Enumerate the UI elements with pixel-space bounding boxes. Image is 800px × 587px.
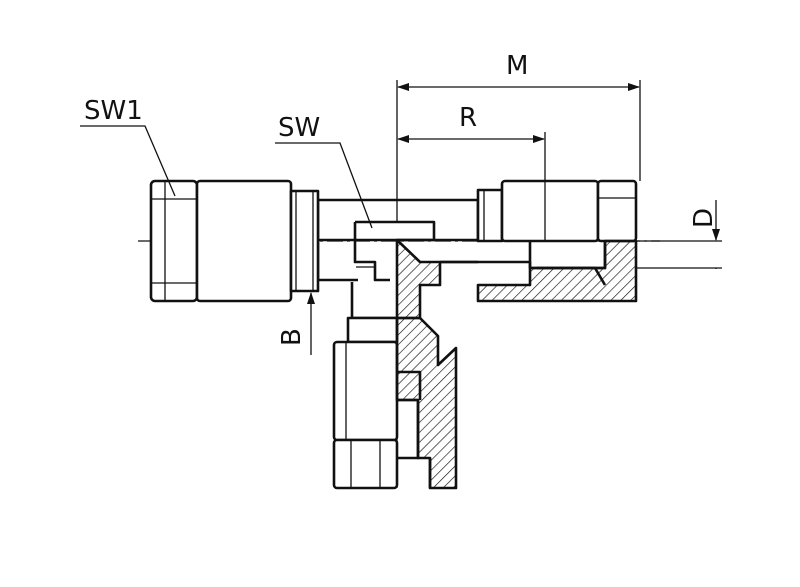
label-m: M xyxy=(506,51,528,81)
right-nut xyxy=(395,179,638,320)
dimension-lines xyxy=(80,80,722,355)
label-r: R xyxy=(459,103,477,133)
left-nut xyxy=(149,179,320,303)
label-b: B xyxy=(277,328,307,346)
label-d: D xyxy=(689,208,719,228)
bottom-nut xyxy=(332,316,458,490)
label-sw: SW xyxy=(278,113,320,143)
label-sw1: SW1 xyxy=(84,96,143,126)
labels: SW1 SW M R D B xyxy=(84,51,719,346)
